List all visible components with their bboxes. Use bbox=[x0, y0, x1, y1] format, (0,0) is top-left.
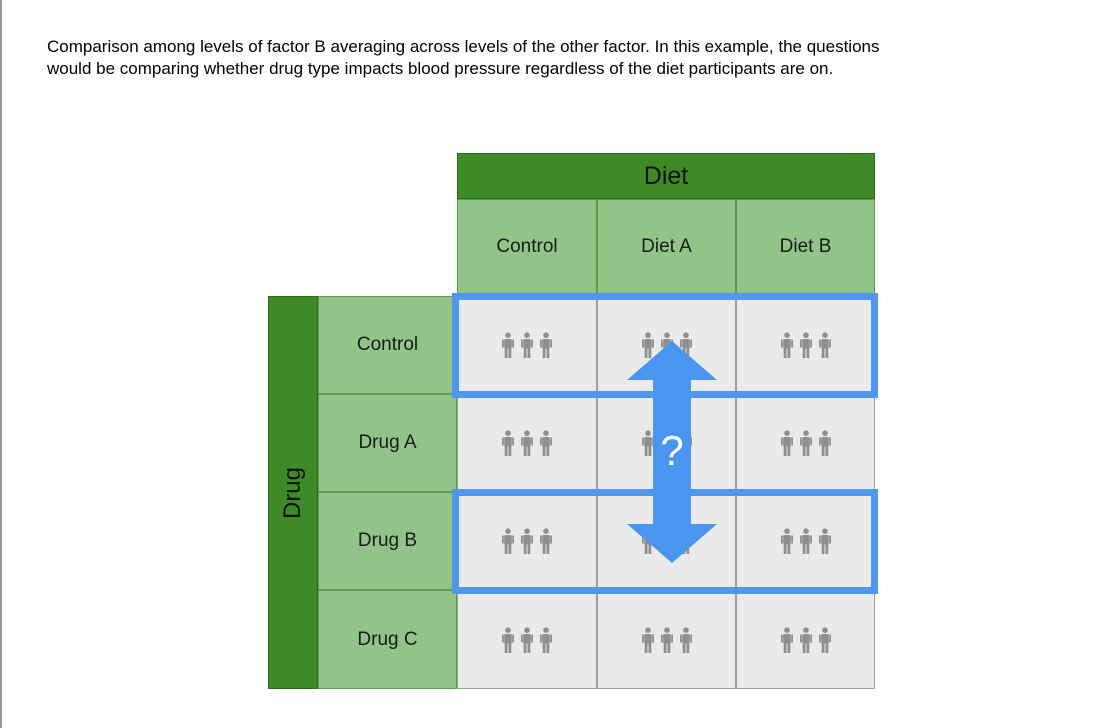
grid-cell bbox=[736, 590, 875, 689]
person-icon bbox=[780, 528, 793, 554]
person-icon bbox=[641, 332, 654, 358]
grid-cell bbox=[736, 394, 875, 492]
person-icon bbox=[660, 626, 673, 653]
person-icon bbox=[818, 430, 831, 456]
person-icon bbox=[641, 626, 654, 653]
participant-group bbox=[502, 528, 552, 554]
drug-level-drug-b: Drug B bbox=[318, 492, 457, 590]
person-icon bbox=[521, 430, 533, 456]
person-icon bbox=[818, 332, 831, 358]
diet-level-control: Control bbox=[457, 199, 597, 295]
person-icon bbox=[799, 332, 812, 358]
drug-level-drug-a: Drug A bbox=[318, 394, 457, 492]
participant-group bbox=[502, 626, 552, 653]
grid-cell bbox=[457, 590, 597, 689]
person-icon bbox=[818, 528, 831, 554]
person-icon bbox=[502, 528, 514, 554]
person-icon bbox=[502, 626, 514, 653]
person-icon bbox=[818, 626, 831, 653]
caption-line-2: would be comparing whether drug type imp… bbox=[47, 59, 834, 78]
participant-group bbox=[780, 528, 831, 554]
person-icon bbox=[540, 430, 552, 456]
drug-level-drug-c: Drug C bbox=[318, 590, 457, 689]
person-icon bbox=[521, 626, 533, 653]
person-icon bbox=[521, 528, 533, 554]
participant-group bbox=[641, 626, 692, 653]
double-arrow-icon bbox=[627, 341, 717, 563]
diet-level-diet-b: Diet B bbox=[736, 199, 875, 295]
person-icon bbox=[679, 626, 692, 653]
person-icon bbox=[799, 528, 812, 554]
grid-cell bbox=[457, 296, 597, 394]
participant-group bbox=[780, 332, 831, 358]
grid-cell bbox=[597, 590, 736, 689]
person-icon bbox=[502, 430, 514, 456]
caption: Comparison among levels of factor B aver… bbox=[47, 36, 1067, 80]
person-icon bbox=[780, 626, 793, 653]
person-icon bbox=[502, 332, 514, 358]
drug-level-control: Control bbox=[318, 296, 457, 394]
participant-group bbox=[502, 332, 552, 358]
person-icon bbox=[799, 626, 812, 653]
page-left-border bbox=[0, 0, 2, 728]
participant-group bbox=[780, 430, 831, 456]
person-icon bbox=[540, 626, 552, 653]
person-icon bbox=[780, 332, 793, 358]
person-icon bbox=[799, 430, 812, 456]
person-icon bbox=[780, 430, 793, 456]
grid-cell bbox=[457, 394, 597, 492]
person-icon bbox=[521, 332, 533, 358]
diet-header: Diet bbox=[457, 153, 875, 199]
participant-group bbox=[780, 626, 831, 653]
grid-cell bbox=[457, 492, 597, 590]
grid-cell bbox=[736, 296, 875, 394]
grid-cell bbox=[736, 492, 875, 590]
person-icon bbox=[641, 430, 654, 456]
question-mark: ? bbox=[660, 427, 684, 474]
person-icon bbox=[540, 332, 552, 358]
caption-line-1: Comparison among levels of factor B aver… bbox=[47, 37, 880, 56]
person-icon bbox=[540, 528, 552, 554]
participant-group bbox=[502, 430, 552, 456]
drug-header: Drug bbox=[268, 296, 318, 689]
diet-title: Diet bbox=[643, 161, 689, 190]
diet-level-diet-a: Diet A bbox=[597, 199, 736, 295]
